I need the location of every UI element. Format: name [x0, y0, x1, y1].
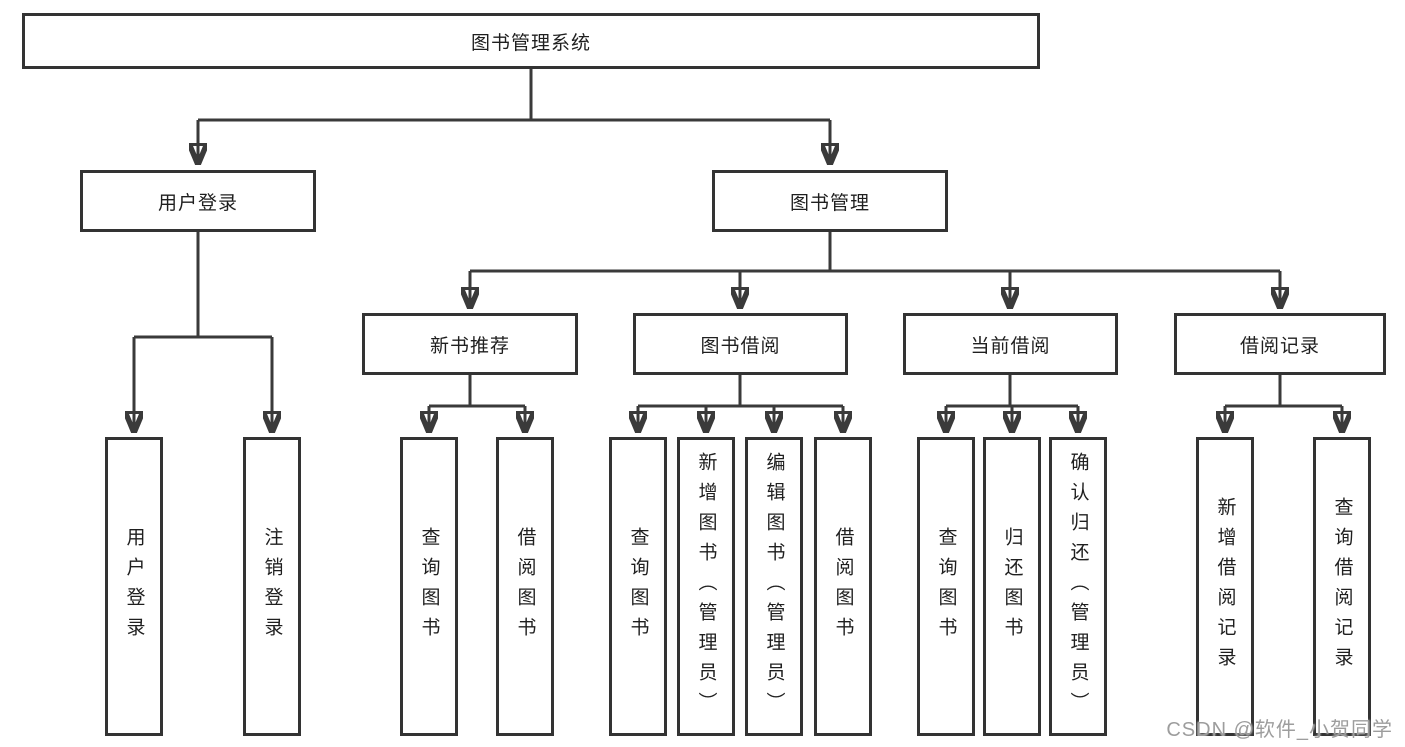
- leaf-bb-borrow-book: 借阅图书: [814, 437, 872, 736]
- csdn-watermark: CSDN @软件_小贺同学: [1166, 719, 1393, 741]
- leaf-rec-borrow-book: 借阅图书: [496, 437, 554, 736]
- node-user-login: 用户登录: [80, 170, 316, 232]
- leaf-cb-query-book: 查询图书: [917, 437, 975, 736]
- node-book-management: 图书管理: [712, 170, 948, 232]
- leaf-logout-login: 注销登录: [243, 437, 301, 736]
- leaf-br-query-record: 查询借阅记录: [1313, 437, 1371, 736]
- node-borrowing-records: 借阅记录: [1174, 313, 1386, 375]
- leaf-bb-query-book: 查询图书: [609, 437, 667, 736]
- leaf-user-login: 用户登录: [105, 437, 163, 736]
- node-root-library-system: 图书管理系统: [22, 13, 1040, 69]
- node-book-borrowing: 图书借阅: [633, 313, 848, 375]
- leaf-bb-add-book-admin: 新增图书（管理员）: [677, 437, 735, 736]
- leaf-bb-edit-book-admin: 编辑图书（管理员）: [745, 437, 803, 736]
- leaf-br-add-record: 新增借阅记录: [1196, 437, 1254, 736]
- node-current-borrowing: 当前借阅: [903, 313, 1118, 375]
- leaf-rec-query-book: 查询图书: [400, 437, 458, 736]
- leaf-cb-confirm-return-admin: 确认归还（管理员）: [1049, 437, 1107, 736]
- node-new-book-recommendation: 新书推荐: [362, 313, 578, 375]
- leaf-cb-return-book: 归还图书: [983, 437, 1041, 736]
